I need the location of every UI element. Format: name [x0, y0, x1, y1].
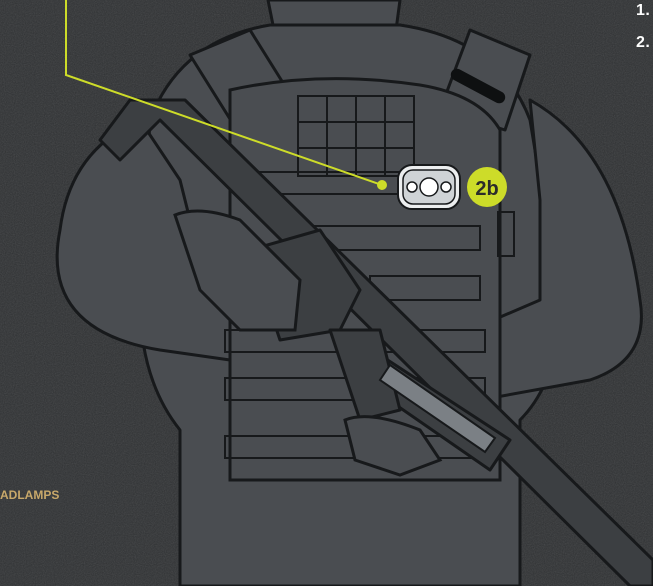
- list-marker-1: 1.: [636, 2, 650, 20]
- section-label: ADLAMPS: [0, 488, 59, 502]
- headlamp-icon[interactable]: [398, 165, 460, 209]
- callout-anchor-dot: [377, 180, 387, 190]
- callout-label: 2b: [475, 178, 498, 200]
- callout-badge[interactable]: 2b: [467, 167, 507, 207]
- list-marker-2: 2.: [636, 34, 650, 52]
